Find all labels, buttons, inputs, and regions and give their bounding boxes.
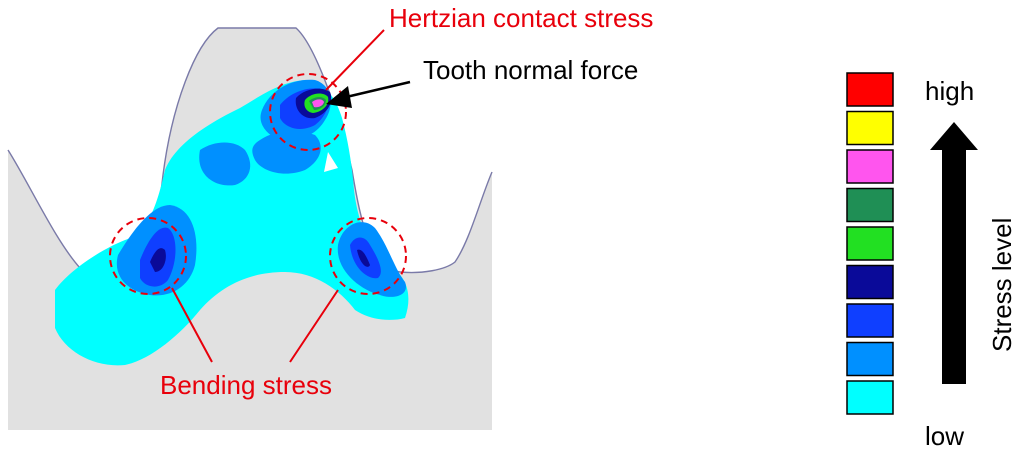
force-arrow-shaft — [341, 80, 411, 100]
label-hertzian: Hertzian contact stress — [389, 3, 653, 33]
stress-legend — [846, 72, 894, 415]
stress-zone-mid — [199, 142, 251, 186]
label-normal-force: Tooth normal force — [423, 55, 638, 85]
hotspot-pink — [312, 99, 324, 108]
stress-zone-root-navy — [150, 248, 166, 272]
legend-swatch — [846, 72, 894, 107]
notch-artifact — [324, 152, 338, 172]
force-arrow-head — [326, 86, 352, 108]
circle-bending-right — [329, 217, 407, 295]
legend-low-label: low — [925, 421, 964, 451]
legend-swatch — [846, 303, 894, 338]
right-tooth-profile — [399, 171, 493, 274]
label-bending: Bending stress — [160, 370, 332, 400]
legend-swatch — [846, 264, 894, 300]
legend-swatch — [846, 341, 894, 377]
leader-hertzian — [325, 29, 385, 91]
legend-swatch — [846, 187, 894, 223]
legend-swatch — [846, 380, 894, 415]
stress-arrow-head — [930, 122, 978, 150]
stress-zone-upper-body — [252, 130, 321, 174]
circle-hertzian — [269, 73, 347, 151]
stress-zone-right-navy — [357, 249, 370, 267]
stress-arrow-shaft — [942, 148, 966, 384]
leader-bending-left — [171, 287, 213, 363]
legend-axis-label: Stress level — [987, 218, 1017, 352]
legend-swatch — [846, 226, 894, 261]
leader-bending-right — [289, 289, 339, 363]
legend-high-label: high — [925, 76, 974, 106]
legend-swatch — [846, 149, 894, 184]
circle-bending-left — [109, 217, 187, 295]
legend-swatch — [846, 110, 894, 146]
